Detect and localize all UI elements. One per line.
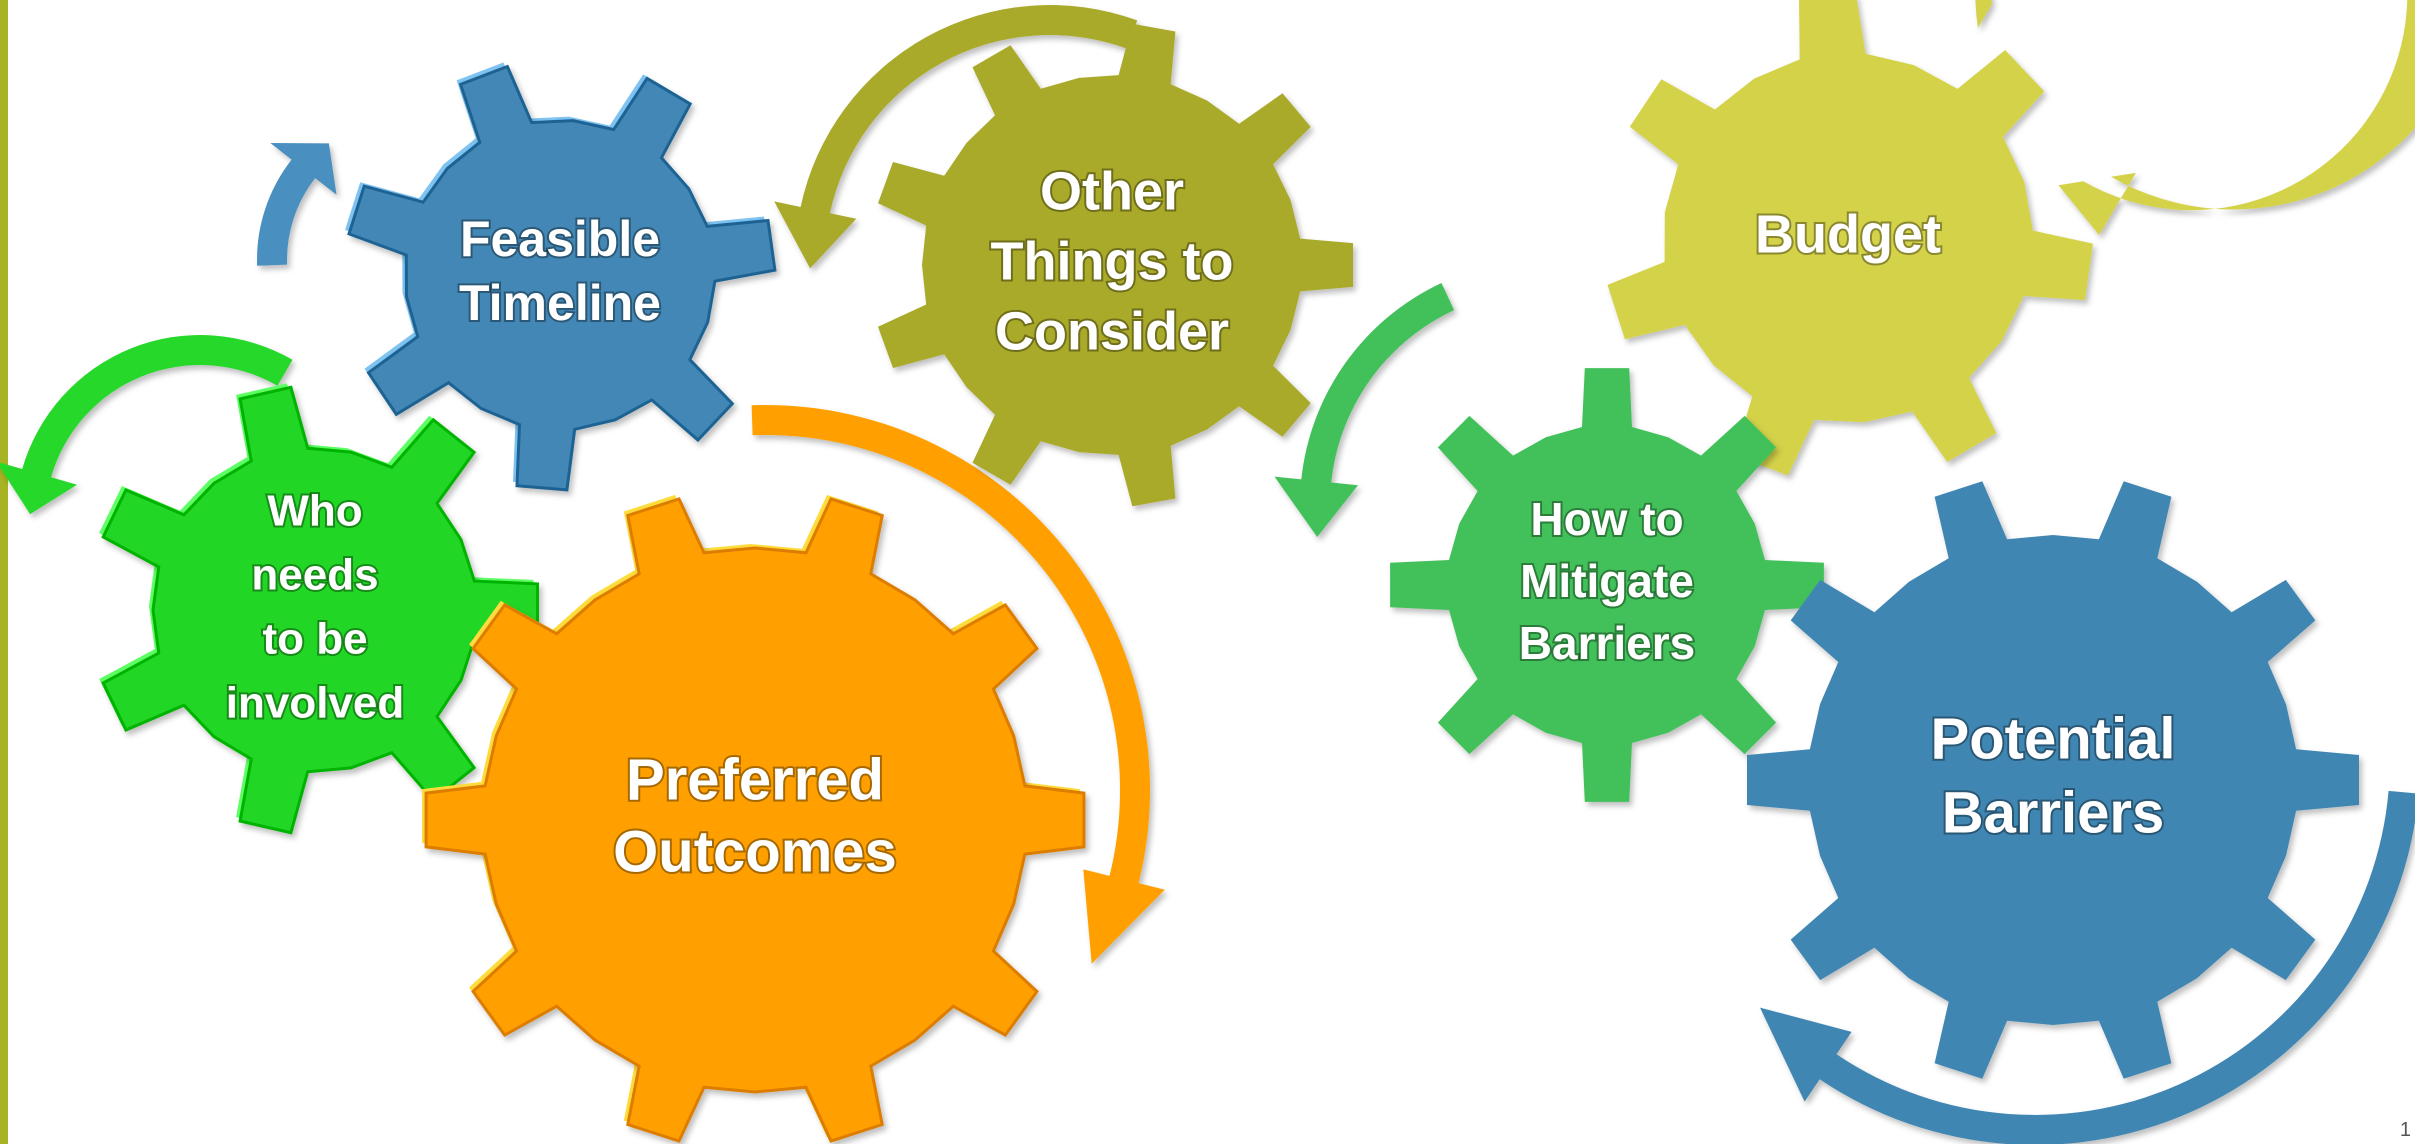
gear-label-line: Timeline xyxy=(459,275,661,331)
gear-body-preferred-outcomes xyxy=(424,497,1086,1143)
gear-label-line: Consider xyxy=(995,301,1229,361)
cycle-arrow-green-left xyxy=(0,335,293,515)
cycle-arrow-green-right xyxy=(1274,283,1455,537)
gear-label-line: to be xyxy=(262,615,367,664)
gear-label-line: Budget xyxy=(1755,204,1941,264)
gear-label-line: involved xyxy=(226,679,405,728)
cycle-arrow-blue-up xyxy=(257,143,337,266)
gear-label-line: Barriers xyxy=(1942,780,2164,845)
gear-label-line: Barriers xyxy=(1519,617,1695,669)
gear-body-feasible-timeline xyxy=(347,64,777,492)
gear-body-who-needs xyxy=(101,385,539,835)
gear-label-line: Things to xyxy=(991,231,1234,291)
gear-label-line: needs xyxy=(251,551,378,600)
gear-who-needs: Who needs to be involved xyxy=(99,383,539,835)
gear-label-line: Feasible xyxy=(460,211,660,267)
slide-number: 1 xyxy=(2399,1119,2411,1141)
gear-label-line: Potential xyxy=(1931,706,2176,771)
gear-budget: Budget xyxy=(1607,0,2093,476)
gear-body-budget xyxy=(1607,0,2093,476)
gear-label-line: Mitigate xyxy=(1520,555,1694,607)
gear-body-other-things xyxy=(878,23,1353,507)
gear-label-line: Other xyxy=(1040,161,1184,221)
cycle-arrow-orange-big xyxy=(751,404,1165,964)
gear-label-line: Outcomes xyxy=(613,819,897,884)
cycle-arrow-olive-left xyxy=(774,5,1138,269)
cycle-arrow-blue-bottom xyxy=(1760,790,2415,1144)
gear-body-mitigate-barriers xyxy=(1390,368,1824,802)
gear-label-line: Preferred xyxy=(626,747,884,812)
gear-label-line: Who xyxy=(267,487,362,536)
cycle-arrow-yellow-right xyxy=(1975,0,2415,235)
gear-label-line: How to xyxy=(1530,493,1683,545)
slide-accent-border xyxy=(0,0,8,1144)
gear-body-potential-barriers xyxy=(1747,481,2359,1079)
